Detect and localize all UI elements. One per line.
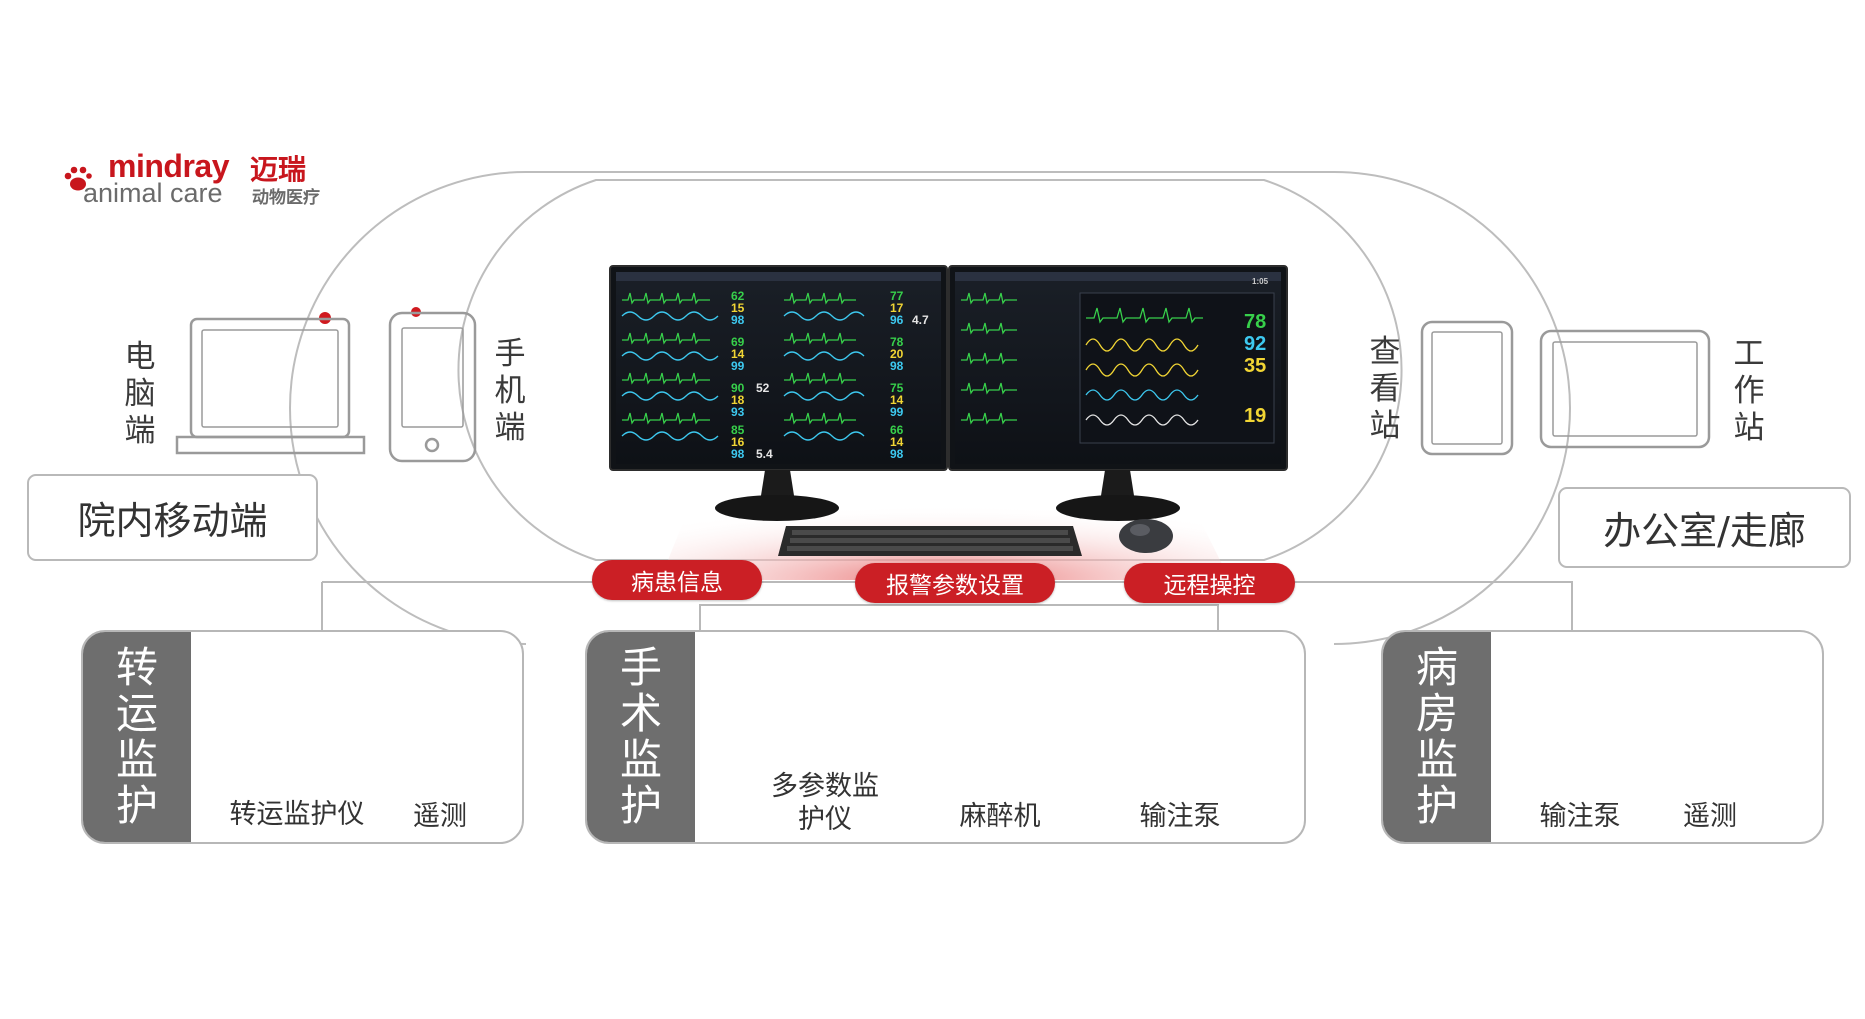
reading: 35 — [1244, 355, 1266, 377]
reading: 14 — [731, 347, 745, 361]
keyboard-icon — [778, 526, 1082, 556]
device-label-anesthesia-machine: 麻醉机 — [959, 801, 1041, 832]
surgery-link — [699, 604, 1219, 630]
laptop-icon — [175, 317, 366, 455]
reading: 98 — [890, 447, 904, 461]
reading: 85 — [731, 423, 745, 437]
logo-subtitle-cn: 动物医疗 — [252, 188, 320, 208]
feature-pill-remote-control: 远程操控 — [1124, 563, 1295, 603]
transport-panel-title: 转运监护 — [83, 632, 191, 842]
right-monitor-icon: 78 92 35 19 1:05 — [948, 265, 1288, 521]
inner-loop — [457, 179, 1403, 561]
reading: 90 — [731, 381, 745, 395]
clock: 1:05 — [1252, 277, 1269, 286]
reading: 18 — [731, 393, 745, 407]
device-label-ward-telemetry: 遥测 — [1683, 801, 1737, 832]
device-label-telemetry: 遥测 — [413, 801, 467, 832]
reading: 69 — [731, 335, 745, 349]
phone-icon — [388, 311, 477, 463]
mobile-box: 院内移动端 — [27, 474, 318, 561]
reading: 98 — [731, 447, 745, 461]
ward-panel-title: 病房监护 — [1383, 632, 1491, 842]
logo-subtitle: animal care — [83, 178, 223, 208]
reading: 99 — [890, 405, 904, 419]
reading: 62 — [731, 289, 745, 303]
phone-label: 手机端 — [494, 336, 526, 446]
paw-icon — [64, 166, 92, 191]
reading: 99 — [731, 359, 745, 373]
pc-label: 电脑端 — [124, 339, 156, 449]
reading: 4.7 — [912, 313, 929, 327]
reading: 78 — [890, 335, 904, 349]
device-label-transport-monitor: 转运监护仪 — [229, 799, 365, 830]
logo-brand: mindray — [108, 148, 229, 184]
reading: 20 — [890, 347, 904, 361]
reading: 98 — [731, 313, 745, 327]
reading: 14 — [890, 393, 904, 407]
tablet-icon — [1420, 320, 1514, 456]
reading: 75 — [890, 381, 904, 395]
reading: 78 — [1244, 311, 1266, 333]
viewer-label: 查看站 — [1369, 334, 1401, 444]
reading: 98 — [890, 359, 904, 373]
reading: 14 — [890, 435, 904, 449]
reading: 19 — [1244, 405, 1266, 427]
mouse-icon — [1119, 519, 1173, 553]
reading: 96 — [890, 313, 904, 327]
logo-brand-cn: 迈瑞 — [250, 153, 307, 186]
device-label-ward-infusion-pump: 输注泵 — [1539, 801, 1621, 832]
device-label-multiparameter-monitor: 多参数监护仪 — [771, 771, 879, 835]
reading: 5.4 — [756, 447, 773, 461]
reading: 52 — [756, 381, 770, 395]
left-monitor-icon: 62 15 98 77 17 96 4.7 69 14 99 78 20 98 … — [609, 265, 948, 521]
surgery-panel-title: 手术监护 — [587, 632, 695, 842]
transport-panel: 转运监护 — [81, 630, 524, 844]
reading: 16 — [731, 435, 745, 449]
surgery-panel: 手术监护 — [585, 630, 1306, 844]
workstation-label: 工作站 — [1733, 336, 1765, 446]
reading: 92 — [1244, 333, 1266, 355]
workstation-tablet-icon — [1539, 329, 1711, 449]
feature-pill-patient-info: 病患信息 — [592, 560, 762, 600]
device-label-infusion-pump: 输注泵 — [1139, 801, 1221, 832]
feature-pill-alarm-settings: 报警参数设置 — [855, 563, 1055, 603]
reading: 77 — [890, 289, 904, 303]
reading: 93 — [731, 405, 745, 419]
reading: 17 — [890, 301, 904, 315]
ward-panel: 病房监护 — [1381, 630, 1824, 844]
office-box: 办公室/走廊 — [1558, 487, 1851, 568]
outer-loop — [289, 171, 1571, 645]
reading: 66 — [890, 423, 904, 437]
reading: 15 — [731, 301, 745, 315]
